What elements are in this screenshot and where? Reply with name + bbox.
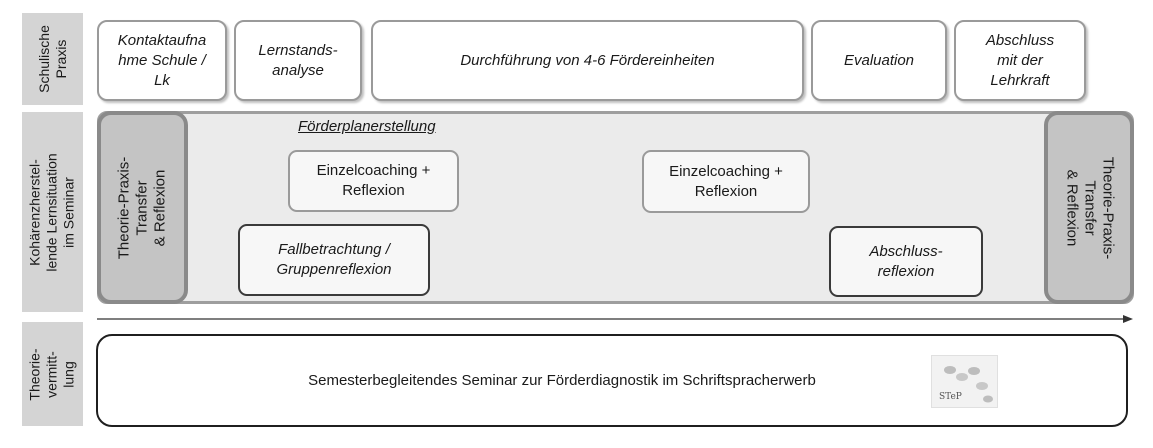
row-label-schulische-praxis: Schulische Praxis: [22, 13, 83, 105]
einzelcoaching-box-2: Einzelcoaching + Reflexion: [642, 150, 810, 213]
block-line: & Reflexion: [151, 169, 169, 246]
box-abschluss-lehrkraft: Abschluss mit der Lehrkraft: [954, 20, 1086, 101]
seminar-text: Semesterbegleitendes Seminar zur Förderd…: [308, 372, 816, 389]
row-label-line: lende Lernsituation: [44, 152, 60, 272]
coaching-line: Reflexion: [694, 182, 758, 200]
box-line: mit der: [997, 51, 1043, 69]
dark-box-line: Gruppenreflexion: [276, 261, 392, 278]
row-label-line: im Seminar: [61, 176, 77, 248]
coaching-line: Einzelcoaching +: [316, 162, 431, 179]
box-durchfuehrung: Durchführung von 4-6 Fördereinheiten: [371, 20, 804, 101]
block-line: Transfer: [133, 179, 151, 236]
block-line: Theorie-Praxis-: [115, 156, 133, 259]
dark-box-line: reflexion: [877, 262, 935, 280]
box-evaluation: Evaluation: [811, 20, 947, 101]
dark-box-line: Fallbetrachtung /: [278, 241, 390, 258]
box-lernstandsanalyse: Lernstands- analyse: [234, 20, 362, 101]
theorie-praxis-block-left: Theorie-Praxis- Transfer & Reflexion: [97, 111, 188, 304]
box-line: hme Schule /: [118, 51, 206, 69]
logo-text: STeP: [939, 392, 962, 402]
row-label-theorie: Theorie- vermitt- lung: [22, 322, 83, 426]
row-label-line: Kohärenzherstel-: [27, 158, 43, 266]
dark-box-line: Abschluss-: [869, 242, 943, 260]
row-label-line: Schulische: [35, 25, 52, 93]
theorie-praxis-block-right: Theorie-Praxis- Transfer & Reflexion: [1044, 111, 1134, 304]
row-label-line: vermitt-: [43, 350, 60, 398]
einzelcoaching-box-1: Einzelcoaching + Reflexion: [288, 150, 459, 212]
box-line: Abschluss: [985, 31, 1055, 49]
box-kontaktaufnahme: Kontaktaufna hme Schule / Lk: [97, 20, 227, 101]
row-label-line: lung: [60, 360, 77, 388]
footprints-icon: [944, 366, 993, 403]
box-line: Lehrkraft: [990, 71, 1050, 89]
block-line: & Reflexion: [1063, 169, 1080, 246]
row-label-line: Theorie-: [26, 347, 43, 401]
box-line: Lk: [154, 71, 170, 89]
step-logo: STeP: [931, 355, 998, 408]
coaching-line: Reflexion: [342, 182, 405, 199]
coaching-line: Einzelcoaching +: [669, 162, 783, 180]
box-line: Kontaktaufna: [117, 31, 207, 49]
box-line: Lernstands-: [258, 41, 338, 59]
box-line: analyse: [272, 61, 324, 79]
fallbetrachtung-box: Fallbetrachtung / Gruppenreflexion: [238, 224, 430, 296]
foerderplanerstellung-heading: Förderplanerstellung: [298, 118, 436, 135]
timeline-arrow: [97, 315, 1133, 323]
box-text: Evaluation: [843, 51, 915, 69]
block-line: Transfer: [1081, 179, 1098, 236]
block-line: Theorie-Praxis-: [1099, 156, 1116, 259]
abschlussreflexion-box: Abschluss- reflexion: [829, 226, 983, 297]
row-label-line: Praxis: [52, 39, 69, 79]
box-text: Durchführung von 4-6 Fördereinheiten: [460, 51, 715, 69]
row-label-seminar: Kohärenzherstel- lende Lernsituation im …: [22, 112, 83, 312]
